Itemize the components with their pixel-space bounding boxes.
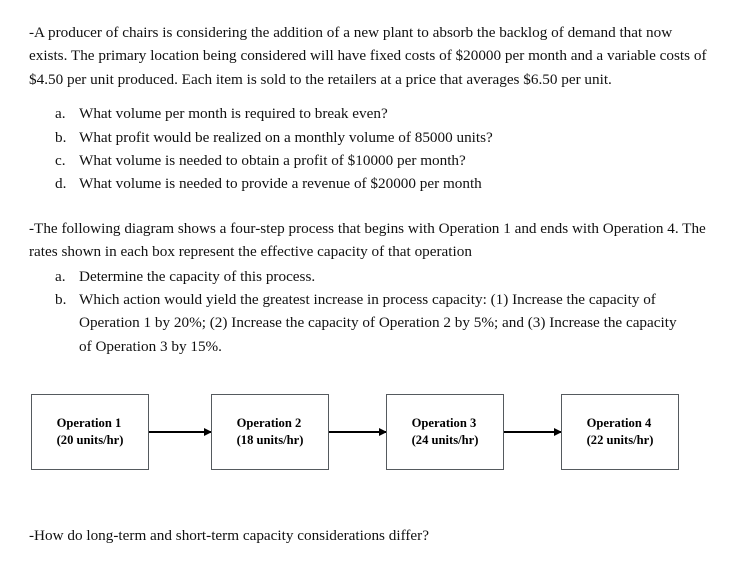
process-box-operation-1: Operation 1 (20 units/hr) <box>31 394 149 471</box>
flow-arrow-1-to-2 <box>149 427 212 436</box>
operation-name: Operation 3 <box>411 416 477 431</box>
paragraph-process-diagram-intro: -The following diagram shows a four-step… <box>29 219 706 261</box>
operation-name: Operation 1 <box>56 416 122 431</box>
operation-rate: (22 units/hr) <box>586 433 654 448</box>
arrow-head-icon <box>204 427 212 436</box>
list-item-text: Which action would yield the greatest in… <box>79 291 677 355</box>
arrow-head-icon <box>379 427 387 436</box>
question-list-process-capacity: a. Determine the capacity of this proces… <box>29 264 707 359</box>
list-item-text: What volume per month is required to bre… <box>79 105 388 123</box>
list-item: c. What volume is needed to obtain a pro… <box>29 149 707 172</box>
list-item-text: Determine the capacity of this process. <box>79 267 316 285</box>
arrow-shaft <box>329 431 386 433</box>
paragraph-capacity-considerations: -How do long-term and short-term capacit… <box>29 527 429 545</box>
process-box-operation-4: Operation 4 (22 units/hr) <box>561 394 679 471</box>
list-marker: b. <box>55 291 67 309</box>
list-item: a. What volume per month is required to … <box>29 102 707 125</box>
list-item: a. Determine the capacity of this proces… <box>29 265 707 288</box>
operation-rate: (18 units/hr) <box>236 433 304 448</box>
list-item: b. What profit would be realized on a mo… <box>29 126 707 149</box>
operation-name: Operation 2 <box>236 416 302 431</box>
list-item: b. Which action would yield the greatest… <box>29 288 707 358</box>
question-list-break-even: a. What volume per month is required to … <box>29 91 707 196</box>
list-item-text: What volume is needed to provide a reven… <box>79 175 482 193</box>
list-marker: a. <box>55 105 66 123</box>
paragraph-break-even-problem: -A producer of chairs is considering the… <box>29 24 707 88</box>
operation-name: Operation 4 <box>586 416 652 431</box>
flow-arrow-2-to-3 <box>329 427 387 436</box>
flow-arrow-3-to-4 <box>504 427 562 436</box>
list-marker: b. <box>55 128 67 146</box>
list-marker: a. <box>55 267 66 285</box>
process-box-operation-3: Operation 3 (24 units/hr) <box>386 394 504 471</box>
list-item-text: What volume is needed to obtain a profit… <box>79 152 466 170</box>
list-marker: c. <box>55 152 66 170</box>
list-item: d. What volume is needed to provide a re… <box>29 172 707 195</box>
arrow-shaft <box>149 431 211 433</box>
list-item-text: What profit would be realized on a month… <box>79 128 493 146</box>
list-marker: d. <box>55 175 67 193</box>
process-box-operation-2: Operation 2 (18 units/hr) <box>211 394 329 471</box>
arrow-shaft <box>504 431 561 433</box>
arrow-head-icon <box>554 427 562 436</box>
operation-rate: (24 units/hr) <box>411 433 479 448</box>
process-flow-diagram: Operation 1 (20 units/hr) Operation 2 (1… <box>29 384 707 494</box>
operation-rate: (20 units/hr) <box>56 433 124 448</box>
